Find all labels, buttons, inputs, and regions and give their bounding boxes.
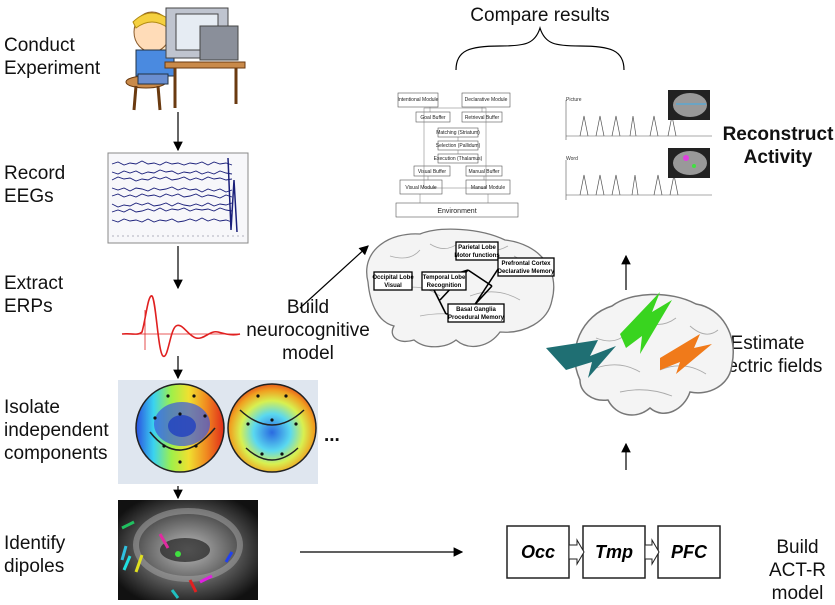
mri-dipoles: [118, 500, 258, 600]
conduct-experiment-label: Conduct Experiment: [4, 35, 101, 79]
isolate-components-label: Isolate independent components: [4, 397, 109, 464]
actr-model-chain: Occ Tmp PFC: [506, 525, 721, 579]
ellipsis-label: ...: [324, 425, 340, 446]
occipital-visual: Visual: [384, 283, 402, 289]
selection-box: Selection (Pallidum): [436, 143, 481, 149]
build-neurocognitive-label: Build neurocognitive model: [246, 297, 370, 364]
environment-box: Environment: [437, 208, 476, 215]
parietal-lobe: Parietal Lobe: [458, 245, 496, 251]
topographic-maps: [118, 380, 318, 484]
record-eegs-label: Record EEGs: [4, 163, 66, 207]
tmp-box: Tmp: [595, 542, 633, 562]
matching-box: Matching (Striatum): [436, 130, 480, 136]
declarative-module: Declarative Module: [465, 97, 508, 103]
procedural-memory: Procedural Memory: [448, 315, 505, 321]
motor-functions: Motor functions: [454, 253, 500, 259]
intentional-module: Intentional Module: [398, 97, 439, 103]
manual-buffer: Manual Buffer: [468, 169, 499, 175]
actr-architecture: Intentional Module Declarative Module Go…: [395, 92, 519, 218]
visual-module: Visual Module: [405, 185, 437, 191]
identify-dipoles-label: Identify dipoles: [4, 533, 66, 577]
reconstruct-activity-label: Reconstruct Activity: [722, 124, 834, 168]
prefrontal-cortex: Prefrontal Cortex: [501, 261, 551, 267]
goal-buffer: Goal Buffer: [420, 115, 446, 121]
eeg-recording: [107, 152, 249, 244]
visual-buffer: Visual Buffer: [418, 169, 447, 175]
temporal-lobe: Temporal Lobe: [423, 275, 466, 281]
electric-field-brain: [546, 292, 734, 416]
declarative-memory: Declarative Memory: [498, 269, 555, 275]
activity-plots: Picture Word: [565, 90, 712, 200]
occipital-lobe: Occipital Lobe: [372, 275, 414, 281]
compare-results-label: Compare results: [470, 5, 610, 26]
pfc-box: PFC: [671, 542, 708, 562]
erp-waveform: [121, 295, 241, 357]
picture-plot-label: Picture: [566, 97, 582, 103]
word-plot-label: Word: [566, 156, 578, 162]
manual-module: Manual Module: [471, 185, 505, 191]
retrieval-buffer: Retrieval Buffer: [465, 115, 500, 121]
brain-regions-model: Parietal Lobe Motor functions Occipital …: [366, 228, 555, 348]
extract-erps-label: Extract ERPs: [4, 273, 64, 317]
basal-ganglia: Basal Ganglia: [456, 307, 496, 313]
execution-box: Execution (Thalamus): [434, 156, 483, 162]
occ-box: Occ: [521, 542, 555, 562]
experiment-illustration: [125, 7, 246, 111]
temporal-recognition: Recognition: [427, 283, 462, 289]
build-actr-label: Build ACT-R model: [769, 537, 826, 604]
